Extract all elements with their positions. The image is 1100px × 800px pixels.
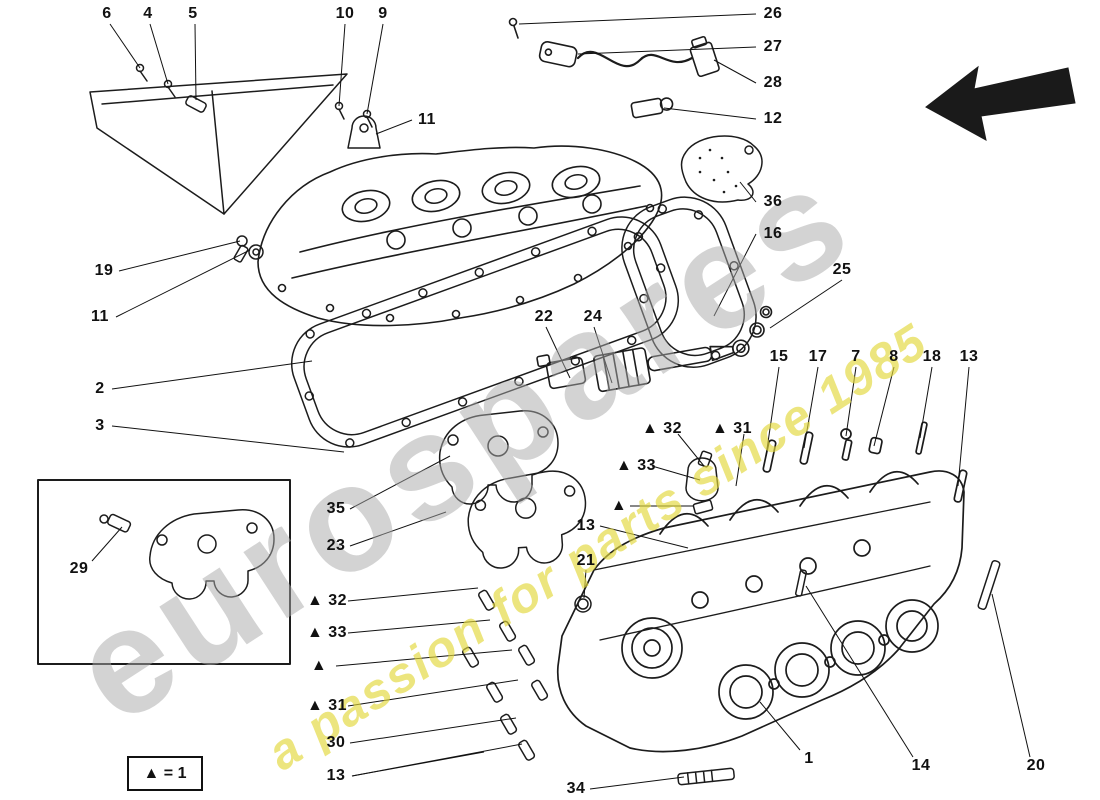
part-label-16[interactable]: 16	[763, 225, 783, 242]
sensor-cable-drawing	[508, 17, 720, 119]
part-label-23[interactable]: 23	[326, 537, 346, 554]
fasteners-drawing	[233, 115, 1001, 786]
direction-arrow-icon	[925, 65, 1076, 141]
inset-box-29	[37, 479, 291, 665]
part-label-1[interactable]: 1	[804, 750, 814, 767]
part-label-36[interactable]: 36	[763, 193, 783, 210]
part-label-15[interactable]: 15	[769, 348, 789, 365]
part-label-35[interactable]: 35	[326, 500, 346, 517]
part-label-12[interactable]: 12	[763, 110, 783, 127]
part-label-19[interactable]: 19	[94, 262, 114, 279]
part-label-28[interactable]: 28	[763, 74, 783, 91]
part-label-14[interactable]: 14	[911, 757, 931, 774]
legend-box: ▲ = 1	[127, 756, 203, 791]
legend-text: ▲ = 1	[143, 764, 187, 782]
cylinder-head-drawing	[556, 421, 968, 753]
gasket-drawings	[290, 196, 757, 448]
part-label-10[interactable]: 10	[335, 5, 355, 22]
camshaft-cover-drawings	[438, 410, 587, 569]
part-label-21[interactable]: 21	[576, 552, 596, 569]
part-label-5[interactable]: 5	[188, 5, 198, 22]
part-label-20[interactable]: 20	[1026, 757, 1046, 774]
part-label-30[interactable]: 30	[326, 734, 346, 751]
part-label-25[interactable]: 25	[832, 261, 852, 278]
part-label-7[interactable]: 7	[851, 348, 861, 365]
triangle-marker-right[interactable]: ▲	[610, 497, 628, 514]
part-label-11-left[interactable]: 11	[91, 308, 109, 325]
part-label-13-mid[interactable]: 13	[576, 517, 596, 534]
part-label-9[interactable]: 9	[378, 5, 388, 22]
part-label-26[interactable]: 26	[763, 5, 783, 22]
part-label-31-right[interactable]: ▲ 31	[711, 420, 753, 437]
part-label-24[interactable]: 24	[583, 308, 603, 325]
part-label-33-right[interactable]: ▲ 33	[615, 457, 657, 474]
part-label-13-top-right[interactable]: 13	[959, 348, 979, 365]
part-label-4[interactable]: 4	[143, 5, 153, 22]
camshaft-variator-drawing	[536, 305, 773, 393]
part-label-8[interactable]: 8	[889, 348, 899, 365]
leader-lines	[91, 13, 1031, 790]
part-label-29[interactable]: 29	[69, 560, 89, 577]
part-label-6[interactable]: 6	[102, 5, 112, 22]
part-label-17[interactable]: 17	[808, 348, 828, 365]
part-label-34[interactable]: 34	[566, 780, 586, 797]
part-label-22[interactable]: 22	[534, 308, 554, 325]
shield-plate-drawing	[89, 63, 373, 215]
part-label-31-left[interactable]: ▲ 31	[306, 697, 348, 714]
part-label-3[interactable]: 3	[95, 417, 105, 434]
triangle-marker-left[interactable]: ▲	[310, 657, 328, 674]
part-label-32-left[interactable]: ▲ 32	[306, 592, 348, 609]
part-label-33-left[interactable]: ▲ 33	[306, 624, 348, 641]
part-label-2[interactable]: 2	[95, 380, 105, 397]
part-label-27[interactable]: 27	[763, 38, 783, 55]
part-label-13-bottom-left[interactable]: 13	[326, 767, 346, 784]
part-label-18[interactable]: 18	[922, 348, 942, 365]
part-label-11-top[interactable]: 11	[418, 111, 436, 128]
part-label-32-right[interactable]: ▲ 32	[641, 420, 683, 437]
cover-plate-36-drawing	[680, 135, 763, 203]
cam-cover-drawing	[257, 145, 663, 327]
